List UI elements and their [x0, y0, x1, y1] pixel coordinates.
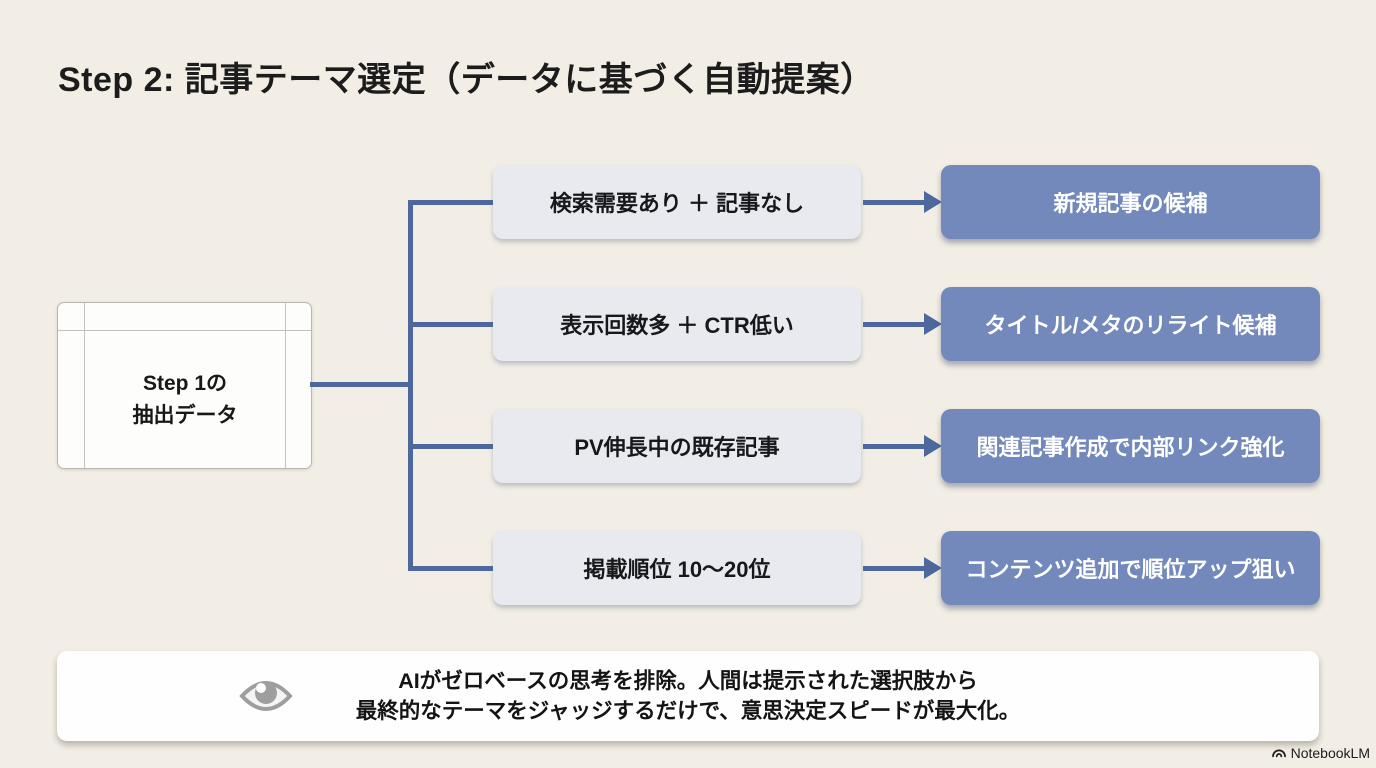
notebooklm-watermark: NotebookLM — [1271, 745, 1370, 761]
source-data-box: Step 1の 抽出データ — [57, 302, 312, 469]
condition-box-4: 掲載順位 10〜20位 — [493, 531, 861, 605]
arrow-line-1 — [863, 200, 925, 205]
condition-label-1: 検索需要あり ＋ 記事なし — [549, 191, 805, 216]
page-title: Step 2: 記事テーマ選定（データに基づく自動提案） — [58, 61, 875, 99]
arrow-line-3 — [863, 444, 925, 449]
source-box-label-line2: 抽出データ — [132, 403, 238, 427]
condition-label-2: 表示回数多 ＋ CTR低い — [560, 313, 794, 338]
arrow-line-2 — [863, 322, 925, 327]
connector-branch-2 — [408, 322, 494, 327]
connector-branch-4 — [408, 566, 494, 571]
insight-note-line2: 最終的なテーマをジャッジするだけで、意思決定スピードが最大化。 — [355, 699, 1021, 723]
eye-icon — [238, 674, 294, 718]
arrow-head-icon-3 — [924, 435, 942, 457]
condition-label-4: 掲載順位 10〜20位 — [583, 557, 771, 582]
arrow-head-icon-1 — [924, 191, 942, 213]
insight-note: AIがゼロベースの思考を排除。人間は提示された選択肢から 最終的なテーマをジャッ… — [57, 651, 1319, 741]
source-box-header-divider — [58, 330, 311, 331]
outcome-box-3: 関連記事作成で内部リンク強化 — [941, 409, 1320, 483]
condition-box-2: 表示回数多 ＋ CTR低い — [493, 287, 861, 361]
outcome-box-2: タイトル/メタのリライト候補 — [941, 287, 1320, 361]
connector-branch-3 — [408, 444, 494, 449]
source-box-label-line1: Step 1の — [142, 371, 228, 395]
source-box-left-divider — [84, 303, 85, 468]
outcome-box-4: コンテンツ追加で順位アップ狙い — [941, 531, 1320, 605]
notebooklm-logo-icon — [1271, 745, 1287, 761]
insight-note-text: AIがゼロベースの思考を排除。人間は提示された選択肢から 最終的なテーマをジャッ… — [57, 651, 1319, 741]
outcome-label-1: 新規記事の候補 — [1053, 191, 1208, 216]
connector-branch-1 — [408, 200, 494, 205]
connector-source-line — [310, 382, 410, 387]
outcome-label-4: コンテンツ追加で順位アップ狙い — [965, 557, 1296, 582]
notebooklm-label: NotebookLM — [1290, 745, 1370, 761]
condition-box-3: PV伸長中の既存記事 — [493, 409, 861, 483]
outcome-box-1: 新規記事の候補 — [941, 165, 1320, 239]
insight-note-line1: AIがゼロベースの思考を排除。人間は提示された選択肢から — [398, 669, 978, 693]
source-box-label: Step 1の 抽出データ — [85, 331, 285, 468]
arrow-head-icon-2 — [924, 313, 942, 335]
outcome-label-2: タイトル/メタのリライト候補 — [984, 313, 1277, 338]
outcome-label-3: 関連記事作成で内部リンク強化 — [976, 435, 1285, 460]
arrow-head-icon-4 — [924, 557, 942, 579]
connector-spine — [408, 200, 413, 571]
source-box-right-divider — [285, 303, 286, 468]
condition-label-3: PV伸長中の既存記事 — [574, 435, 780, 460]
condition-box-1: 検索需要あり ＋ 記事なし — [493, 165, 861, 239]
arrow-line-4 — [863, 566, 925, 571]
